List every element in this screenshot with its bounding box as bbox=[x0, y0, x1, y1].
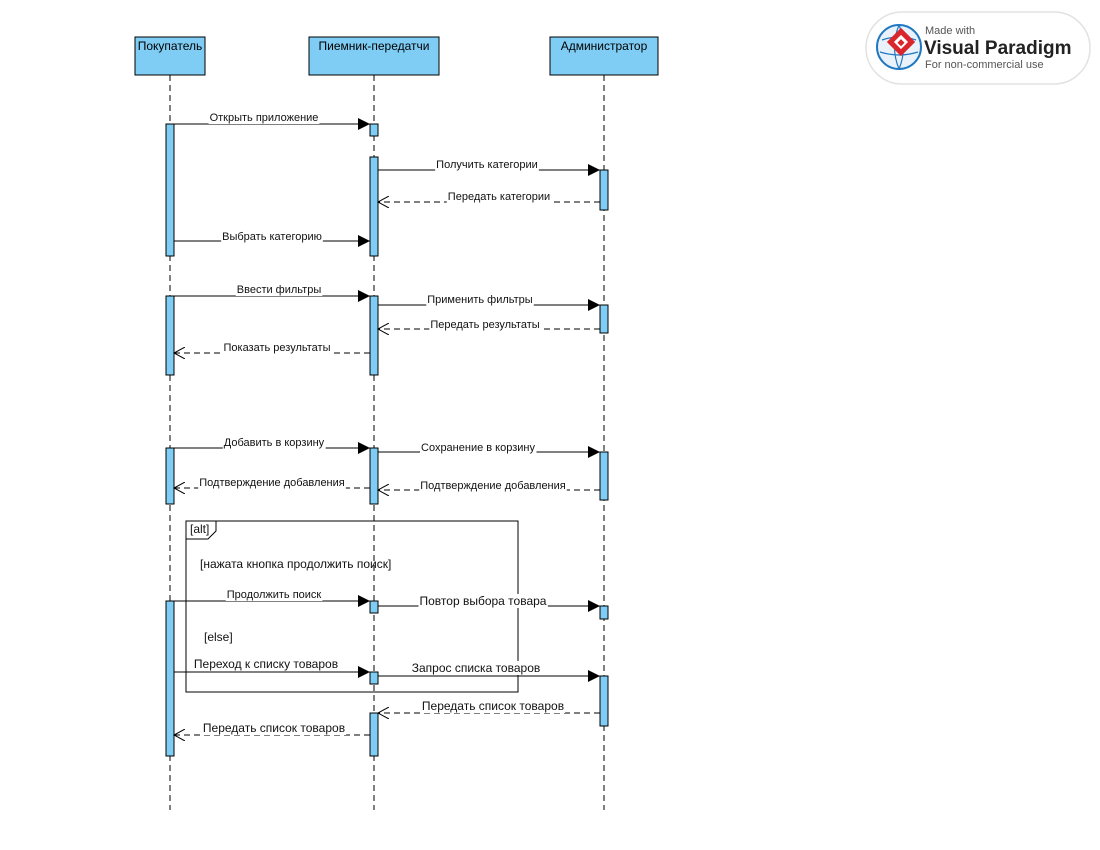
alt-guard-1: [нажата кнопка продолжить поиск] bbox=[200, 557, 391, 571]
visual-paradigm-logo-icon bbox=[876, 24, 922, 70]
label-background bbox=[418, 594, 548, 608]
activation-admin-4[interactable] bbox=[599, 605, 609, 620]
message-6-label: Применить фильтры bbox=[427, 294, 533, 306]
message-13-label: Продолжить поиск bbox=[227, 589, 322, 601]
message-18-label: Передать список товаров bbox=[203, 721, 345, 735]
activation-rx-2[interactable] bbox=[369, 156, 379, 257]
message-3[interactable]: Передать категории bbox=[378, 191, 600, 203]
label-background bbox=[446, 191, 552, 203]
activation-rx-7[interactable] bbox=[369, 712, 379, 757]
badge-line-1: Made with bbox=[925, 25, 975, 37]
message-2-label: Получить категории bbox=[436, 159, 538, 171]
messages: Открыть приложение Получить категории Пе… bbox=[174, 112, 600, 735]
message-15[interactable]: Переход к списку товаров bbox=[174, 657, 370, 678]
message-5-label: Ввести фильтры bbox=[237, 284, 322, 296]
message-6[interactable]: Применить фильтры bbox=[378, 294, 600, 311]
message-12-label: Подтверждение добавления bbox=[420, 480, 566, 492]
activation-rx-6[interactable] bbox=[369, 671, 379, 685]
lifeline-headers: Покупатель Пиемник-передатчи Администрат… bbox=[134, 36, 659, 76]
label-background bbox=[221, 231, 323, 243]
activation-rx-1[interactable] bbox=[369, 123, 379, 137]
message-13[interactable]: Продолжить поиск bbox=[174, 589, 370, 607]
message-14[interactable]: Повтор выбора товара bbox=[378, 594, 600, 612]
label-background bbox=[420, 442, 537, 454]
label-background bbox=[429, 319, 541, 331]
message-18[interactable]: Передать список товаров bbox=[174, 721, 370, 735]
message-7[interactable]: Передать результаты bbox=[378, 319, 600, 331]
message-17-label: Передать список товаров bbox=[422, 699, 564, 713]
message-11-label: Подтверждение добавления bbox=[199, 477, 345, 489]
label-background bbox=[192, 657, 340, 671]
message-9[interactable]: Добавить в корзину bbox=[174, 437, 370, 454]
message-15-label: Переход к списку товаров bbox=[194, 657, 338, 671]
message-3-label: Передать категории bbox=[448, 191, 550, 203]
visual-paradigm-badge: Made with Visual Paradigm For non-commer… bbox=[865, 11, 1091, 85]
activation-admin-1[interactable] bbox=[599, 169, 609, 211]
label-background bbox=[201, 721, 347, 735]
badge-line-3: For non-commercial use bbox=[925, 59, 1044, 71]
activation-rx-3[interactable] bbox=[369, 295, 379, 376]
label-background bbox=[208, 112, 320, 124]
label-background bbox=[435, 159, 539, 171]
message-14-label: Повтор выбора товара bbox=[420, 594, 547, 608]
activation-buyer-3[interactable] bbox=[165, 447, 175, 505]
message-10[interactable]: Сохранение в корзину bbox=[378, 442, 600, 458]
message-16-label: Запрос списка товаров bbox=[412, 661, 541, 675]
label-background bbox=[420, 699, 566, 713]
alt-guard-2: [else] bbox=[204, 630, 233, 644]
lifeline-header-admin[interactable]: Администратор bbox=[549, 36, 659, 76]
activation-admin-2[interactable] bbox=[599, 304, 609, 334]
message-8[interactable]: Показать результаты bbox=[174, 342, 370, 354]
message-11[interactable]: Подтверждение добавления bbox=[174, 477, 370, 489]
lifeline-label-admin: Администратор bbox=[561, 39, 648, 53]
activation-admin-5[interactable] bbox=[599, 675, 609, 727]
message-9-label: Добавить в корзину bbox=[224, 437, 325, 449]
message-1[interactable]: Открыть приложение bbox=[174, 112, 370, 130]
message-10-label: Сохранение в корзину bbox=[421, 442, 535, 454]
activation-bars bbox=[165, 123, 609, 757]
activation-rx-4[interactable] bbox=[369, 447, 379, 505]
alt-operator-label: [alt] bbox=[190, 522, 209, 536]
message-12[interactable]: Подтверждение добавления bbox=[378, 480, 600, 492]
activation-admin-3[interactable] bbox=[599, 451, 609, 501]
label-background bbox=[419, 480, 567, 492]
message-8-label: Показать результаты bbox=[223, 342, 330, 354]
alt-fragment-tab bbox=[185, 520, 217, 540]
message-7-label: Передать результаты bbox=[430, 319, 539, 331]
alt-fragment[interactable]: [alt] [нажата кнопка продолжить поиск] [… bbox=[185, 520, 519, 693]
lifeline-header-buyer[interactable]: Покупатель bbox=[134, 36, 206, 76]
lifeline-label-rx: Пиемник-передатчи bbox=[319, 39, 430, 53]
message-4-label: Выбрать категорию bbox=[222, 231, 322, 243]
label-background bbox=[410, 661, 542, 675]
message-4[interactable]: Выбрать категорию bbox=[174, 231, 370, 247]
activation-buyer-1[interactable] bbox=[165, 123, 175, 257]
lifeline-label-buyer: Покупатель bbox=[138, 39, 202, 53]
badge-line-2: Visual Paradigm bbox=[924, 38, 1072, 59]
activation-buyer-2[interactable] bbox=[165, 295, 175, 376]
label-background bbox=[222, 437, 326, 449]
label-background bbox=[225, 589, 323, 601]
label-background bbox=[235, 284, 323, 296]
message-16[interactable]: Запрос списка товаров bbox=[378, 661, 600, 682]
lifeline-header-rx[interactable]: Пиемник-передатчи bbox=[308, 36, 440, 76]
label-background bbox=[426, 294, 534, 306]
message-2[interactable]: Получить категории bbox=[378, 159, 600, 176]
label-background bbox=[222, 342, 332, 354]
message-1-label: Открыть приложение bbox=[210, 112, 319, 124]
activation-rx-5[interactable] bbox=[369, 600, 379, 614]
message-5[interactable]: Ввести фильтры bbox=[174, 284, 370, 302]
label-background bbox=[198, 477, 346, 489]
message-17[interactable]: Передать список товаров bbox=[378, 699, 600, 713]
activation-buyer-4[interactable] bbox=[165, 600, 175, 757]
